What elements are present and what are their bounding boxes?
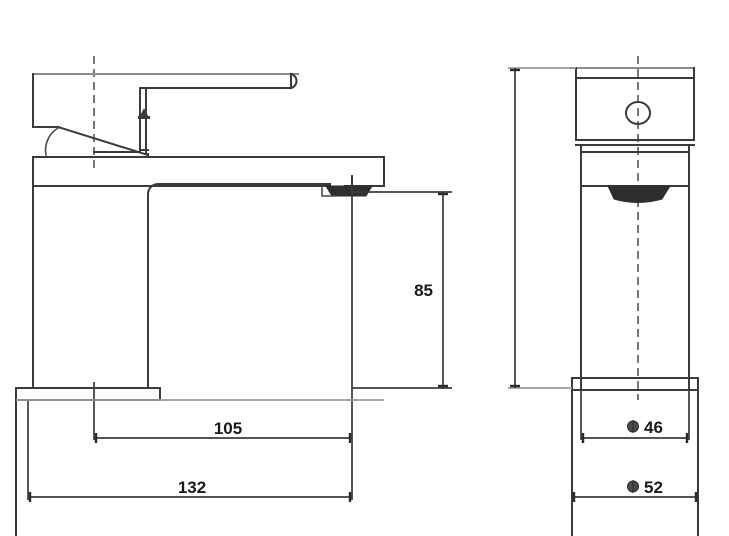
- lever-arm-lower: [145, 87, 292, 155]
- spout-inner-profile: [147, 183, 331, 389]
- front-elevation-view: 85 105 132: [15, 56, 452, 536]
- dim-label-85: 85: [414, 281, 433, 300]
- lever-tip-round: [289, 72, 298, 90]
- lever-left-body: [32, 74, 59, 128]
- fixing-screw-hole-icon: [625, 101, 651, 125]
- lever-pin-bar-icon: [138, 116, 150, 119]
- dim-label-105: 105: [214, 419, 242, 438]
- lever-arm-neck: [139, 87, 147, 151]
- lever-angled-underside: [56, 125, 150, 157]
- dim-label-46: 46: [644, 418, 663, 437]
- aerator-lip: [321, 187, 337, 197]
- aerator-outlet-icon: [325, 185, 373, 197]
- side-base-plate: [571, 377, 699, 391]
- base-plate-outline: [15, 387, 161, 401]
- side-elevation-view: 46 52: [508, 56, 699, 536]
- dim-label-132: 132: [178, 478, 206, 497]
- aerator-detail-icon: [607, 185, 671, 203]
- lever-pivot-arc: [44, 126, 60, 156]
- handle-block-outline: [575, 77, 695, 141]
- lever-pin-arrow-icon: [140, 108, 148, 116]
- dim-label-52: 52: [644, 478, 663, 497]
